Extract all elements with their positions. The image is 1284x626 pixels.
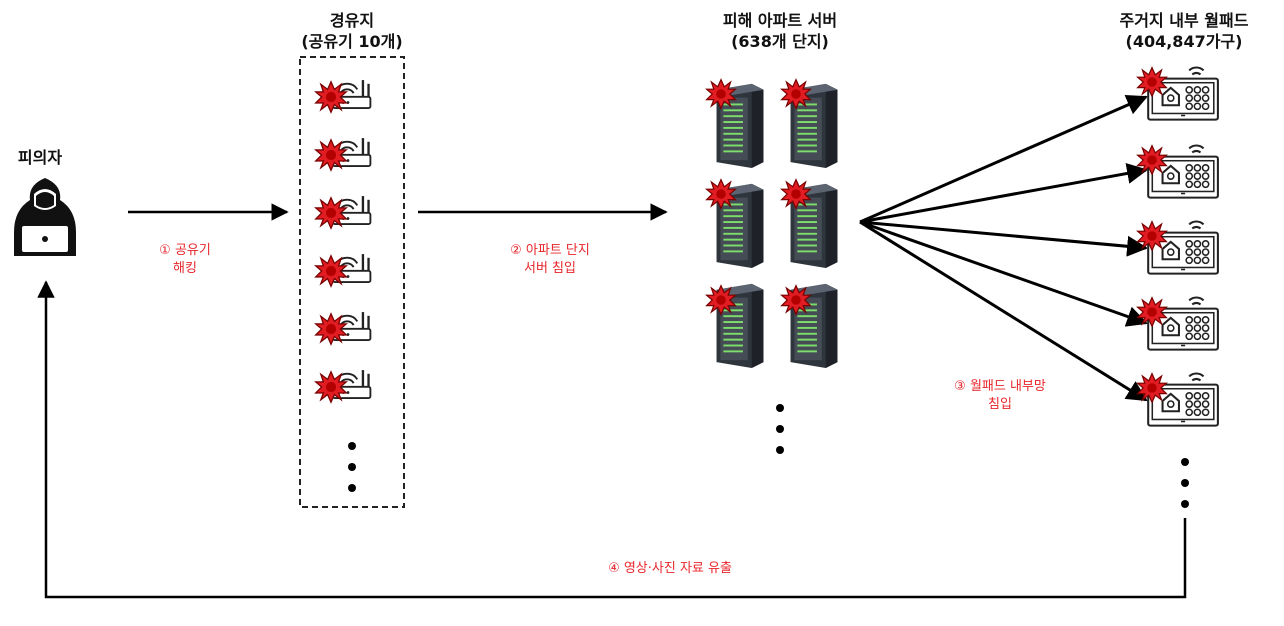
servers-title: 피해 아파트 서버 <box>722 11 838 30</box>
step-2-line2: 서버 침입 <box>524 261 576 276</box>
step-2-line1: ② 아파트 단지 <box>510 243 590 258</box>
router-item <box>315 194 372 229</box>
router-item <box>315 252 372 287</box>
wallpad-list <box>1136 66 1220 427</box>
router-item <box>315 78 372 113</box>
step-3-line1: ③ 월패드 내부망 <box>954 379 1046 394</box>
step-3-line2: 침입 <box>988 397 1012 412</box>
step-4-line1: ④ 영상·사진 자료 유출 <box>608 561 732 576</box>
wallpad-item <box>1136 296 1220 351</box>
router-item <box>315 136 372 171</box>
server-grid <box>705 78 838 368</box>
server-item <box>780 283 838 368</box>
wallpad-item <box>1136 144 1220 199</box>
router-list <box>315 78 372 403</box>
server-item <box>705 283 764 368</box>
wallpad-item <box>1136 372 1220 427</box>
server-item <box>780 179 838 268</box>
server-ellipsis <box>776 404 784 454</box>
server-item <box>705 78 764 168</box>
router-item <box>315 310 372 345</box>
step-1-line1: ① 공유기 <box>159 243 211 258</box>
wallpad-item <box>1136 66 1220 121</box>
step-1-label: ① 공유기 해킹 <box>130 242 240 278</box>
server-item <box>705 179 764 268</box>
wallpads-subtitle: (404,847가구) <box>1125 32 1243 51</box>
relay-dashed-box <box>299 56 405 508</box>
wallpad-item <box>1136 220 1220 275</box>
step-2-label: ② 아파트 단지 서버 침입 <box>480 242 620 278</box>
server-item <box>780 78 838 168</box>
relay-title: 경유지 <box>329 11 375 30</box>
relay-ellipsis <box>348 442 356 492</box>
arrow-exfiltration-loop <box>37 280 1187 599</box>
wallpads-title: 주거지 내부 월패드 <box>1119 11 1249 30</box>
step-4-label: ④ 영상·사진 자료 유출 <box>560 560 780 578</box>
step-1-line2: 해킹 <box>173 261 197 276</box>
hooded-hacker-laptop-icon <box>14 178 76 256</box>
fan-out-arrows <box>859 94 1149 402</box>
relay-subtitle: (공유기 10개) <box>301 32 403 51</box>
router-item <box>315 368 372 403</box>
wallpad-ellipsis <box>1181 458 1189 508</box>
suspect-label: 피의자 <box>17 148 63 167</box>
step-3-label: ③ 월패드 내부망 침입 <box>920 378 1080 414</box>
servers-subtitle: (638개 단지) <box>731 32 829 51</box>
